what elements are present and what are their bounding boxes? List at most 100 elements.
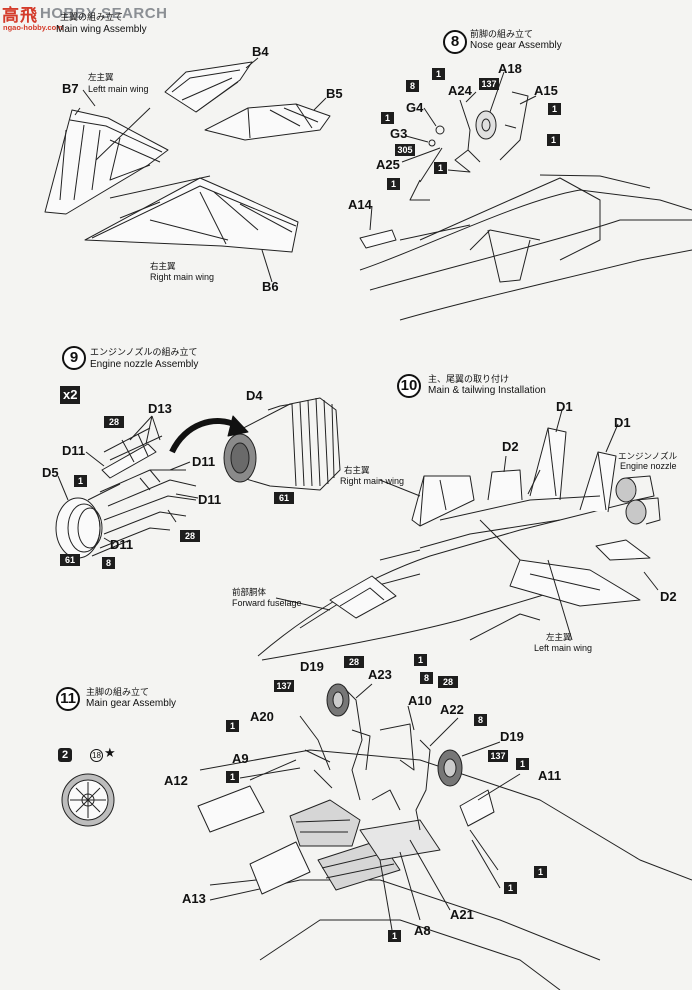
nozzle-en: Engine nozzle <box>620 461 677 471</box>
paint-box: 61 <box>60 554 80 566</box>
label-d13: D13 <box>148 401 172 416</box>
paint-box: 1 <box>74 475 87 487</box>
fwd-fuselage-jp: 前部胴体 <box>232 587 267 597</box>
paint-box: 8 <box>102 557 115 569</box>
paint-box: 1 <box>226 771 239 783</box>
step8-gear-drawing <box>359 91 529 249</box>
paint-box: 305 <box>395 144 415 156</box>
step9-title-en: Engine nozzle Assembly <box>90 359 199 370</box>
paint-box: 1 <box>504 882 517 894</box>
right-wing-jp: 右主翼 <box>344 465 370 475</box>
label-d4: D4 <box>246 388 263 403</box>
label-a23: A23 <box>368 667 392 682</box>
step10-number: 10 <box>397 374 421 398</box>
label-a24: A24 <box>448 83 472 98</box>
paint-box: 1 <box>548 103 561 115</box>
step7-title-en: Main wing Assembly <box>56 24 147 35</box>
paint-box: 1 <box>226 720 239 732</box>
label-b6: B6 <box>262 279 279 294</box>
step11-title-jp: 主脚の組み立て <box>86 687 150 697</box>
left-wing-jp: 左主翼 <box>546 632 572 642</box>
label-a22: A22 <box>440 702 464 717</box>
label-b5: B5 <box>326 86 343 101</box>
label-d5: D5 <box>42 465 59 480</box>
label-a21: A21 <box>450 907 474 922</box>
star-icon: ★ <box>104 745 116 760</box>
watermark-cn2: 飛 <box>20 5 38 25</box>
substep-badge: 2 <box>58 748 72 762</box>
multiplier-badge: x2 <box>60 386 81 404</box>
step7-title-jp: 主翼の組み立て <box>60 12 124 22</box>
step9-nozzle-drawing <box>55 397 341 559</box>
label-a13: A13 <box>182 891 206 906</box>
paint-box: 137 <box>488 750 508 762</box>
label-g4: G4 <box>406 100 424 115</box>
step10-airframe-drawing <box>257 427 661 661</box>
step11-number: 11 <box>56 687 80 711</box>
paint-box: 1 <box>547 134 560 146</box>
step8-number: 8 <box>443 30 467 54</box>
label-d11: D11 <box>110 537 134 552</box>
paint-box: 8 <box>420 672 433 684</box>
step11-title-en: Main gear Assembly <box>86 698 177 709</box>
paint-box: 28 <box>438 676 458 688</box>
label-a25: A25 <box>376 157 400 172</box>
label-d11: D11 <box>192 454 216 469</box>
label-a15: A15 <box>534 83 558 98</box>
step8-fuselage-drawing <box>359 174 692 321</box>
watermark-url: ngao-hobby.com <box>3 23 63 32</box>
label-d19: D19 <box>500 729 524 744</box>
paint-box: 28 <box>344 656 364 668</box>
label-d1: D1 <box>614 415 631 430</box>
paint-box: 137 <box>479 78 499 90</box>
step11-gear-drawing <box>299 683 495 831</box>
label-a11: A11 <box>538 768 562 783</box>
label-d1: D1 <box>556 399 573 414</box>
right-wing-en: Right main wing <box>340 476 405 486</box>
step8-title-en: Nose gear Assembly <box>470 40 562 51</box>
right-wing-en: Right main wing <box>150 272 215 282</box>
left-wing-jp: 左主翼 <box>88 72 114 82</box>
step10-title-jp: 主、尾翼の取り付け <box>428 374 510 384</box>
left-wing-en: Left main wing <box>534 643 593 653</box>
paint-box: 1 <box>388 930 401 942</box>
paint-box: 1 <box>432 68 445 80</box>
step9-number: 9 <box>62 346 86 370</box>
step9-title-jp: エンジンノズルの組み立て <box>90 347 198 357</box>
step7-b4-drawing <box>164 61 253 113</box>
paint-box: 61 <box>274 492 294 504</box>
label-a8: A8 <box>414 923 431 938</box>
nozzle-jp: エンジンノズル <box>618 451 678 461</box>
label-a20: A20 <box>250 709 274 724</box>
paint-box: 28 <box>180 530 200 542</box>
label-d11: D11 <box>62 443 86 458</box>
step7-left-wing-drawing <box>44 107 169 215</box>
label-d11: D11 <box>198 492 222 507</box>
label-a18: A18 <box>498 61 522 76</box>
step11-airframe-drawing <box>197 749 692 990</box>
label-a14: A14 <box>348 197 372 212</box>
label-a9: A9 <box>232 751 249 766</box>
paint-box: 1 <box>534 866 547 878</box>
label-b4: B4 <box>252 44 269 59</box>
paint-box: 137 <box>274 680 294 692</box>
fwd-fuselage-en: Forward fuselage <box>232 598 302 608</box>
label-d19: D19 <box>300 659 324 674</box>
label-b7: B7 <box>62 81 79 96</box>
right-wing-jp: 右主翼 <box>150 261 176 271</box>
paint-box: 1 <box>381 112 394 124</box>
paint-box: 1 <box>434 162 447 174</box>
step7-b5-drawing <box>204 103 331 141</box>
label-d2: D2 <box>502 439 519 454</box>
paint-box: 1 <box>516 758 529 770</box>
step8-title-jp: 前脚の組み立て <box>470 29 534 39</box>
paint-circle: 18 <box>90 749 103 762</box>
watermark-cn: 高 <box>2 5 20 25</box>
left-wing-en: Leftt main wing <box>88 84 149 94</box>
label-a12: A12 <box>164 773 188 788</box>
paint-box: 8 <box>406 80 419 92</box>
paint-box: 1 <box>414 654 427 666</box>
label-d2: D2 <box>660 589 677 604</box>
